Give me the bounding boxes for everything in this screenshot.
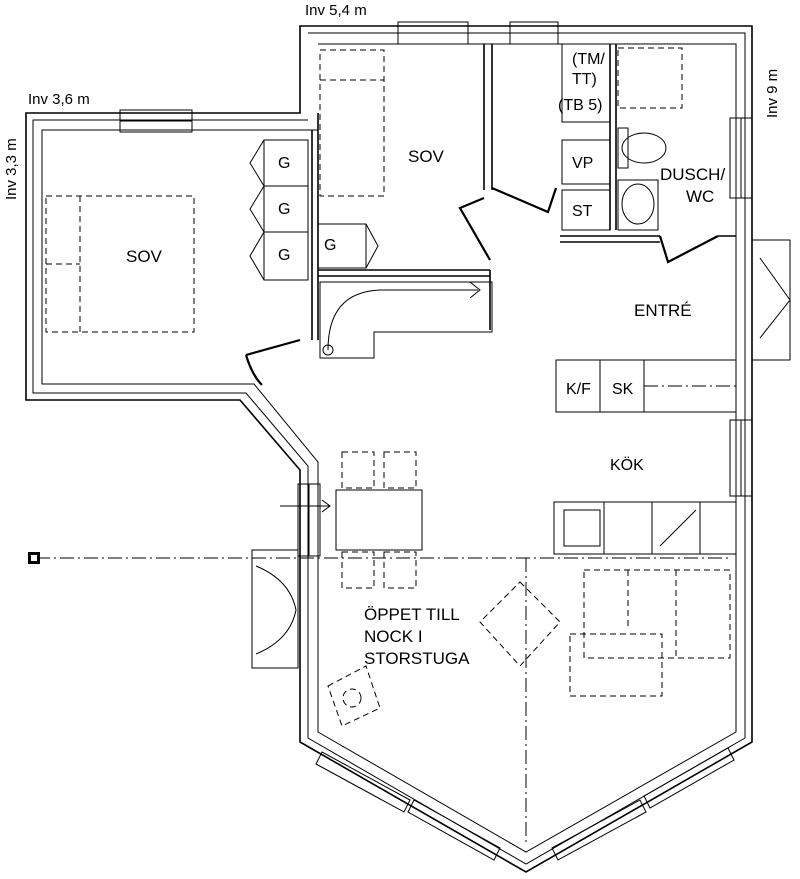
coffee-table <box>569 633 663 697</box>
window-front-1 <box>315 751 411 813</box>
armchair <box>327 665 381 727</box>
note-labels: ÖPPET TILL NOCK I STORSTUGA <box>364 605 470 668</box>
label-sk: SK <box>612 381 634 398</box>
living-furniture <box>327 569 731 727</box>
interior-walls <box>311 44 736 340</box>
label-wardrobe-1: G <box>278 155 290 172</box>
doors <box>244 186 791 669</box>
label-fridge-freezer: K/F <box>566 381 591 398</box>
room-labels: SOV SOV DUSCH/ WC ENTRÉ KÖK <box>126 147 725 474</box>
bedroom-1-furniture <box>45 139 309 333</box>
door-entrance <box>752 239 791 361</box>
door-bedroom-2 <box>458 196 491 261</box>
room-entrance: ENTRÉ <box>634 301 692 320</box>
label-wardrobe-2: G <box>278 201 290 218</box>
dining-furniture <box>280 451 423 589</box>
door-bedroom-1 <box>244 338 301 386</box>
washbasin <box>621 183 655 225</box>
window-front-4 <box>643 747 735 809</box>
label-laundry-1: (TM/ <box>572 51 605 68</box>
wardrobe-sov2 <box>317 223 367 269</box>
door-bathroom <box>658 235 719 264</box>
dim-top: Inv 5,4 m <box>305 2 367 19</box>
label-laundry-2: TT) <box>572 71 597 88</box>
door-terrace <box>251 549 299 669</box>
stair-outline <box>319 281 493 359</box>
bedroom-2-furniture <box>317 49 385 269</box>
outer-wall-main-inner2 <box>41 43 737 853</box>
room-bedroom-1: SOV <box>126 247 163 266</box>
label-wardrobe-3: G <box>278 247 290 264</box>
sink <box>563 509 601 547</box>
label-vp: VP <box>572 155 593 172</box>
laundry-unit <box>561 43 611 123</box>
windows <box>119 21 753 861</box>
toilet <box>621 132 667 164</box>
outer-wall-main <box>25 25 753 873</box>
room-bedroom-2: SOV <box>408 147 445 166</box>
outer-wall-main-inner1 <box>32 32 746 865</box>
room-kitchen: KÖK <box>610 456 644 474</box>
bathroom-fixtures <box>561 43 683 231</box>
label-laundry-3: (TB 5) <box>558 97 602 114</box>
note-line-3: STORSTUGA <box>364 649 470 668</box>
bed-single <box>319 49 385 197</box>
fixture-labels: G G G G (TM/ TT) (TB 5) VP ST K/F SK <box>278 51 634 398</box>
note-line-2: NOCK I <box>364 627 423 646</box>
vp-unit <box>561 139 611 185</box>
kitchen-fixtures <box>553 359 737 555</box>
note-line-1: ÖPPET TILL <box>364 605 460 624</box>
wardrobe-block <box>263 139 309 281</box>
dimension-labels: Inv 5,4 m Inv 3,6 m Inv 3,3 m Inv 9 m <box>3 2 781 200</box>
sofa <box>583 569 731 659</box>
center-lines <box>28 552 730 844</box>
dim-right-side: Inv 9 m <box>764 69 781 118</box>
door-laundry <box>491 186 558 214</box>
kitchen-counter-bottom <box>553 501 737 555</box>
dim-left-top: Inv 3,6 m <box>28 91 90 108</box>
stairs <box>319 281 493 359</box>
label-st: ST <box>572 203 593 220</box>
room-bathroom-1: DUSCH/ <box>660 165 725 184</box>
window-front-3 <box>551 799 647 861</box>
shower-area <box>617 47 683 109</box>
dim-left-side: Inv 3,3 m <box>3 138 20 200</box>
label-wardrobe-4: G <box>324 237 336 254</box>
room-bathroom-2: WC <box>686 187 714 206</box>
side-table <box>479 581 561 667</box>
window-front-2 <box>407 799 501 861</box>
st-unit <box>561 189 611 231</box>
dining-table <box>335 489 423 551</box>
outer-walls <box>25 25 753 873</box>
